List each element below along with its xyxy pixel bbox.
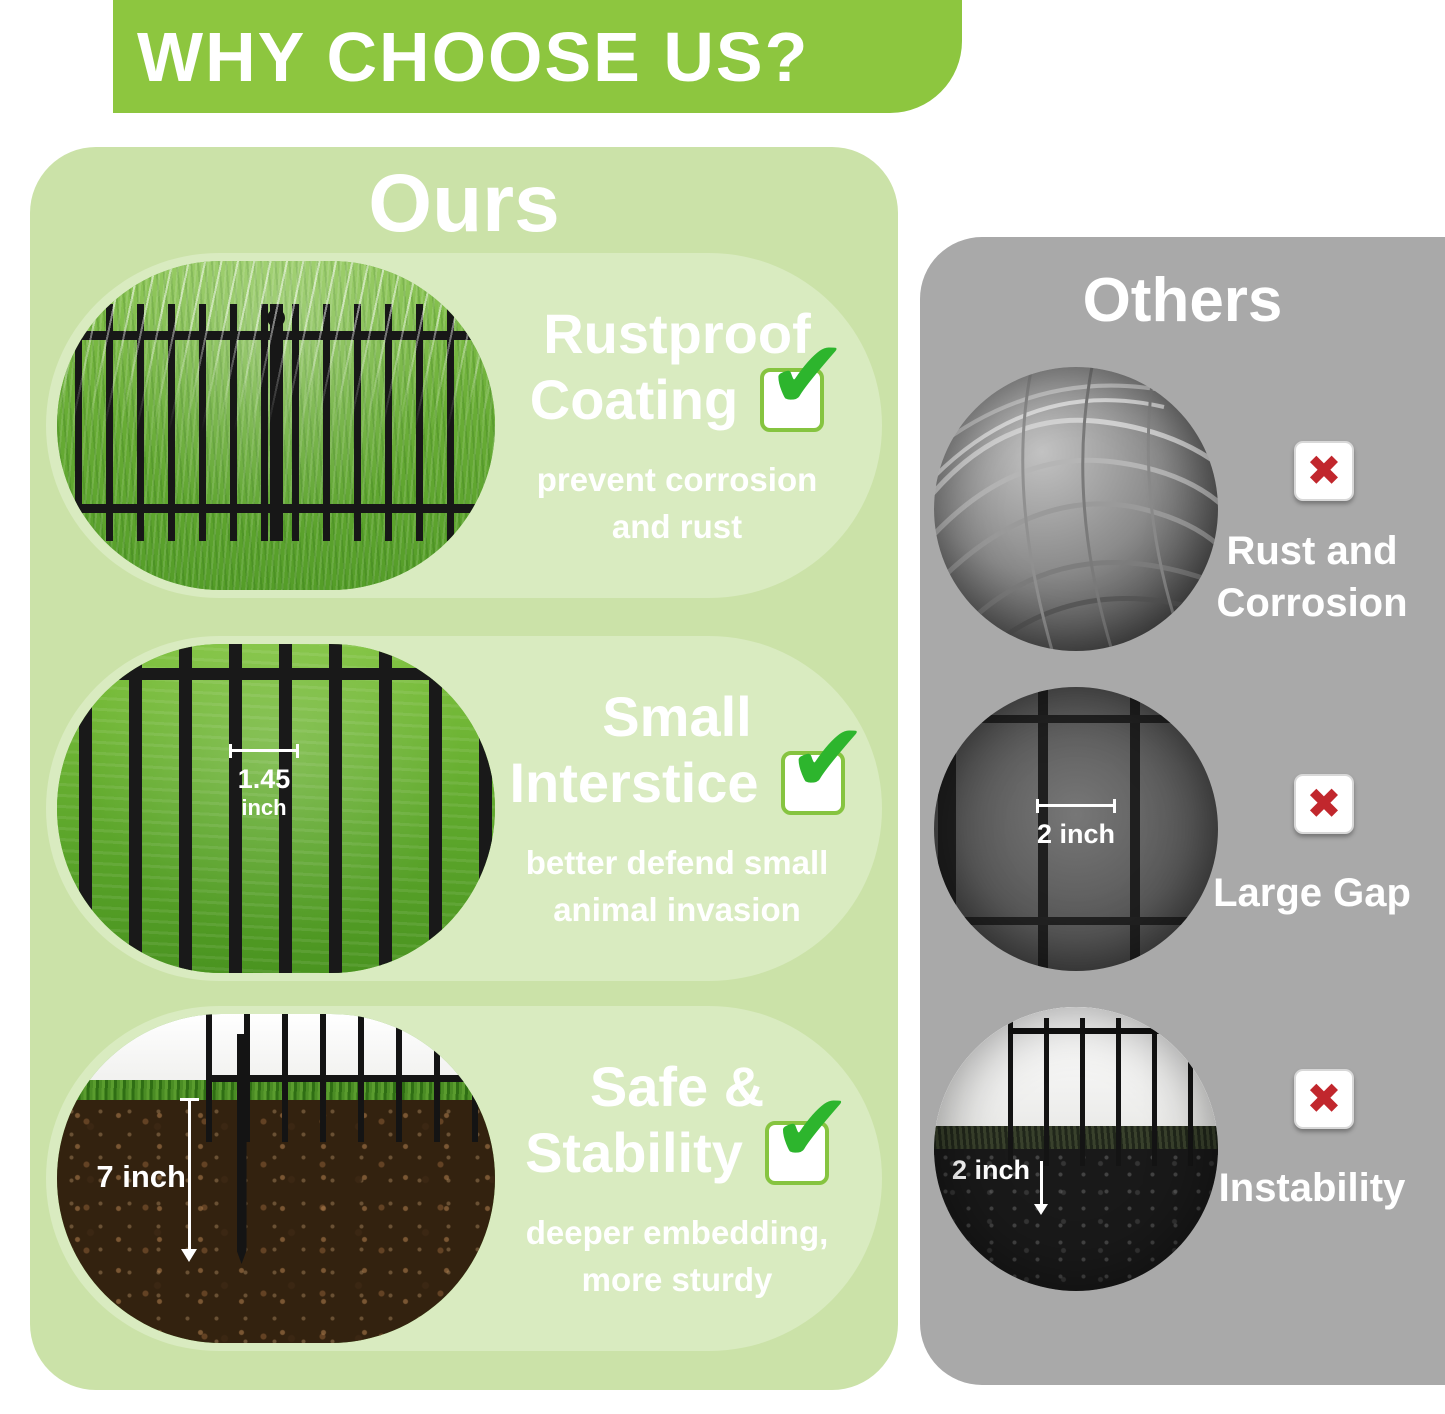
- others-label-line1: Rust and: [1226, 529, 1398, 573]
- others-label-rust: Rust and Corrosion: [1186, 525, 1438, 629]
- feature-safe-stability: 7 inch Safe & Stability ✔ deeper embeddi…: [46, 1006, 882, 1351]
- feature-title-line1: Small: [602, 685, 752, 749]
- feature-text-interstice: Small Interstice ✔ better defend small a…: [486, 636, 868, 981]
- feature-title-line2: Interstice: [509, 751, 759, 815]
- feature-desc-line2: animal invasion: [553, 890, 801, 928]
- checkmark-glyph: ✔: [771, 1075, 853, 1183]
- fence-graphic: [1007, 1018, 1201, 1132]
- fence-bars-graphic: [57, 644, 495, 973]
- measurement-bracket: [1036, 799, 1116, 813]
- checkmark-glyph: ✔: [787, 705, 868, 813]
- measurement-bracket: [229, 744, 299, 758]
- feature-description: better defend small animal invasion: [526, 840, 829, 932]
- instability-photo: 2 inch: [934, 1007, 1218, 1291]
- feature-desc-line1: better defend small: [525, 844, 829, 882]
- page-title: WHY CHOOSE US?: [137, 17, 810, 96]
- fence-spikes: [205, 1099, 482, 1143]
- fence-graphic: [205, 1014, 482, 1100]
- rain-overlay: [57, 261, 495, 433]
- others-label-text: Instability: [1218, 1166, 1406, 1210]
- others-panel: Others ✖ Rust and Corrosion: [920, 237, 1445, 1385]
- feature-description: deeper embedding, more sturdy: [526, 1210, 829, 1302]
- rusty-wire-photo: [934, 367, 1218, 651]
- feature-text-stability: Safe & Stability ✔ deeper embedding, mor…: [486, 1006, 868, 1351]
- feature-desc-line1: prevent corrosion: [536, 461, 818, 499]
- depth-measurement: 7 inch: [96, 1158, 186, 1194]
- cross-icon: ✖: [1294, 1069, 1354, 1129]
- feature-small-interstice: 1.45 inch Small Interstice ✔ better defe…: [46, 636, 882, 981]
- rustproof-coating-photo: [57, 261, 495, 590]
- measurement-value: 2 inch: [952, 1155, 1031, 1185]
- soil-cross-section: [934, 1149, 1218, 1291]
- measurement-unit: inch: [241, 795, 287, 820]
- feature-text-rustproof: Rustproof Coating ✔ prevent corrosion an…: [486, 253, 868, 598]
- feature-title-line2: Coating: [529, 368, 739, 432]
- gap-measurement: 2 inch: [1036, 799, 1116, 850]
- check-icon: ✔: [780, 711, 868, 816]
- feature-title-line1: Safe &: [589, 1055, 765, 1119]
- feature-title-line1: Rustproof: [543, 302, 811, 366]
- large-gap-photo: 2 inch: [934, 687, 1218, 971]
- others-label-text: Large Gap: [1213, 871, 1411, 915]
- feature-rustproof-coating: Rustproof Coating ✔ prevent corrosion an…: [46, 253, 882, 598]
- shallow-spikes: [1007, 1131, 1201, 1167]
- others-title: Others: [1082, 266, 1283, 335]
- cross-icon: ✖: [1294, 774, 1354, 834]
- ours-title: Ours: [368, 158, 560, 249]
- feature-title-line2: Stability: [525, 1121, 743, 1185]
- feature-desc-line1: deeper embedding,: [525, 1214, 829, 1252]
- cross-glyph: ✖: [1306, 447, 1342, 494]
- depth-arrow: [180, 1097, 200, 1263]
- check-icon: ✔: [760, 328, 848, 433]
- feature-description: prevent corrosion and rust: [537, 457, 818, 549]
- depth-arrow: [1034, 1161, 1049, 1215]
- others-label-line2: Corrosion: [1216, 581, 1408, 625]
- others-label-gap: Large Gap: [1186, 867, 1438, 919]
- deep-stake: [236, 1033, 247, 1265]
- feature-desc-line2: and rust: [611, 507, 743, 545]
- checkmark-glyph: ✔: [767, 322, 848, 430]
- ours-panel: Ours Rustproof Coating ✔ prevent corrosi…: [30, 147, 898, 1390]
- feature-desc-line2: more sturdy: [581, 1260, 773, 1298]
- cross-glyph: ✖: [1306, 1075, 1342, 1122]
- measurement-value: 2 inch: [1036, 819, 1116, 849]
- interstice-measurement: 1.45 inch: [229, 744, 299, 821]
- safe-stability-photo: 7 inch: [57, 1014, 495, 1343]
- check-icon: ✔: [764, 1081, 852, 1186]
- small-interstice-photo: 1.45 inch: [57, 644, 495, 973]
- cross-icon: ✖: [1294, 441, 1354, 501]
- wire-mesh-graphic: [934, 367, 1218, 651]
- depth-measurement: 2 inch: [952, 1155, 1049, 1215]
- cross-glyph: ✖: [1306, 780, 1342, 827]
- measurement-value: 1.45: [237, 764, 291, 794]
- header-banner: WHY CHOOSE US?: [113, 0, 962, 113]
- others-label-instability: Instability: [1186, 1162, 1438, 1214]
- wide-gap-fence-graphic: [934, 687, 1218, 971]
